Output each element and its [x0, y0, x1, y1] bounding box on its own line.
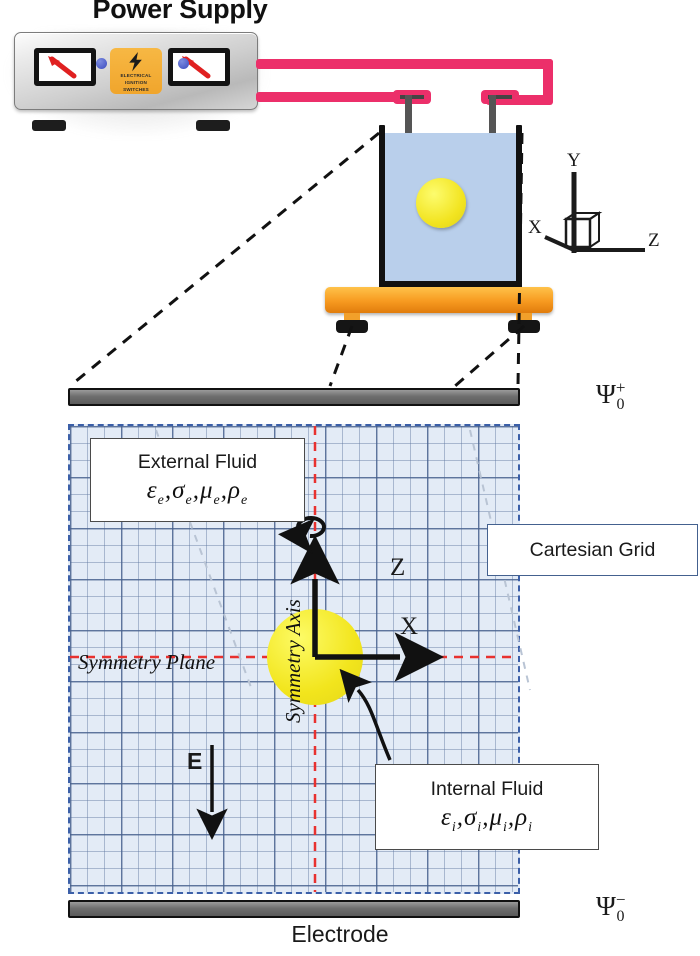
- label-line-3: SWITCHES: [123, 87, 149, 93]
- rho-sub-i: i: [528, 820, 534, 835]
- axis-label-z: Z: [390, 554, 406, 581]
- cartesian-grid-box: Cartesian Grid: [487, 524, 698, 576]
- knob-left[interactable]: [96, 58, 107, 69]
- mu-sub-i: i: [503, 820, 508, 835]
- stage-wheel-right: [508, 320, 540, 333]
- axis-label-x: X: [400, 613, 419, 640]
- sig-sub-e: e: [185, 493, 193, 508]
- stage-platform: [325, 287, 553, 313]
- symmetry-axis-label: Symmetry Axis: [281, 599, 305, 723]
- psi-top-symbol: Ψ: [596, 379, 616, 409]
- clamp-right-jaw: [488, 95, 512, 99]
- psi-bottom-subscript: 0: [616, 908, 625, 926]
- lightning-bolt-icon: [129, 51, 142, 72]
- psi-top-sign: +: [615, 378, 626, 397]
- power-supply-foot-left: [32, 120, 66, 131]
- electrode-bar-bottom: [68, 900, 520, 918]
- symmetry-plane-label: Symmetry Plane: [78, 650, 216, 674]
- eps-sub-i: i: [451, 820, 457, 835]
- meter-right: [168, 48, 230, 86]
- sig-sub-i: i: [477, 820, 483, 835]
- internal-fluid-title: Internal Fluid: [430, 778, 544, 800]
- psi-bottom-symbol: Ψ: [596, 891, 616, 921]
- beaker-wall-right: [516, 125, 522, 287]
- wire-upper-horizontal: [256, 59, 553, 69]
- internal-fluid-box: Internal Fluid εi,σi,μi,ρi: [375, 764, 599, 850]
- rho-sub-e: e: [240, 493, 249, 508]
- beaker-wall-left: [379, 125, 385, 287]
- psi-top-subscript: 0: [616, 396, 625, 414]
- potential-top-label: Ψ+0: [596, 378, 626, 414]
- beaker-bottom: [379, 281, 522, 287]
- internal-fluid-properties: εi,σi,μi,ρi: [440, 804, 534, 835]
- label-line-1: ELECTRICAL: [120, 73, 152, 79]
- field-label-e: E: [187, 748, 203, 774]
- external-fluid-title: External Fluid: [137, 451, 258, 473]
- external-fluid-properties: εe,σe,μe,ρe: [146, 477, 249, 508]
- cartesian-grid-label: Cartesian Grid: [529, 538, 656, 561]
- mu-sub-e: e: [213, 493, 221, 508]
- beaker-droplet: [416, 178, 466, 228]
- stage-foot-right: [516, 313, 532, 322]
- label-line-2: IGNITION: [124, 80, 148, 86]
- electrode-caption: Electrode: [291, 921, 389, 947]
- wire-upper-return: [486, 95, 553, 105]
- potential-bottom-label: Ψ−0: [596, 890, 626, 926]
- triad-label-z: Z: [648, 230, 660, 251]
- ignition-switch-label: ELECTRICAL IGNITION SWITCHES: [110, 48, 162, 94]
- ignition-switch-label-text: ELECTRICAL IGNITION SWITCHES: [120, 73, 151, 94]
- meter-left: [34, 48, 96, 86]
- eps-sub-e: e: [157, 493, 165, 508]
- power-supply-foot-right: [196, 120, 230, 131]
- electrode-bar-top: [68, 388, 520, 406]
- triad-label-x: X: [528, 217, 542, 238]
- external-fluid-box: External Fluid εe,σe,μe,ρe: [90, 438, 305, 522]
- meter-needle-left-icon: [48, 56, 77, 79]
- stage-wheel-left: [336, 320, 368, 333]
- triad-label-y: Y: [567, 150, 581, 171]
- wire-upper-vertical: [543, 59, 553, 101]
- wire-lower-horizontal: [256, 92, 431, 102]
- clamp-left-jaw: [400, 95, 424, 99]
- psi-bottom-sign: −: [615, 890, 626, 909]
- knob-right[interactable]: [178, 58, 189, 69]
- power-supply-title: Power Supply: [92, 0, 268, 24]
